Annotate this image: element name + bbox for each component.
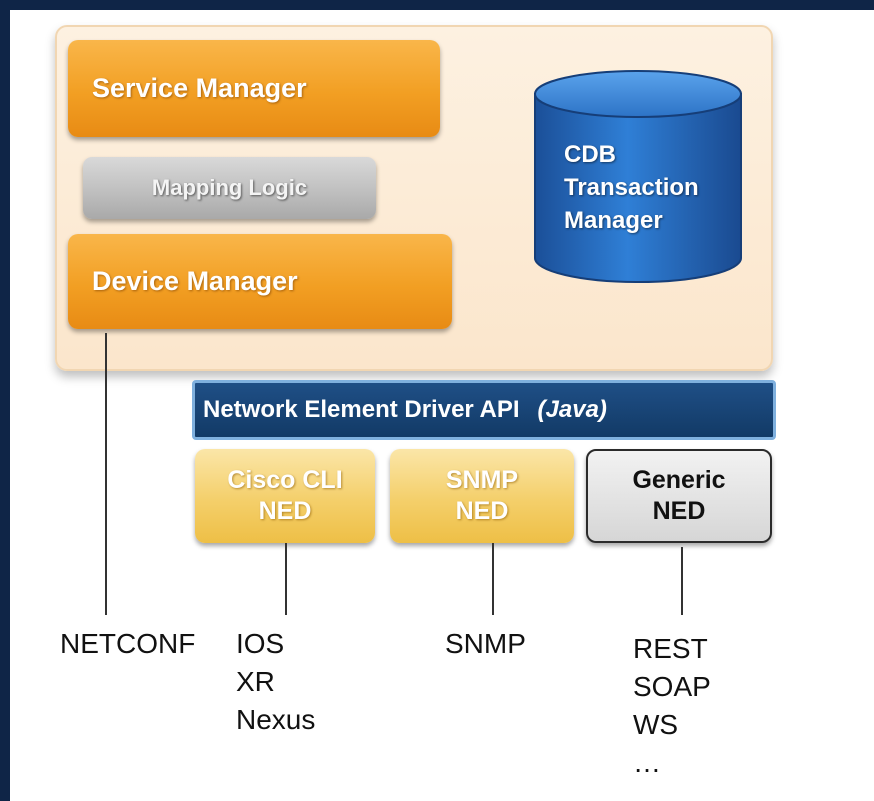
snmp-protocol-label: SNMP [445,628,526,659]
service-manager-box: Service Manager [68,40,440,137]
ned-api-language: (Java) [537,396,607,423]
snmp-ned-label: SNMP NED [445,466,519,525]
cisco-cli-ned-label: Cisco CLI NED [227,466,343,525]
generic-ned-label: Generic NED [632,466,726,525]
cisco-connector-line [285,543,287,615]
generic-connector-line [681,547,683,615]
cdb-database-cylinder [534,70,742,283]
diagram-canvas: Service Manager Mapping Logic Device Man… [10,10,874,801]
snmp-ned-box: SNMP NED [390,449,574,543]
ned-api-label: Network Element Driver API [203,396,520,423]
snmp-connector-line [492,543,494,615]
cisco-cli-ned-box: Cisco CLI NED [195,449,375,543]
device-manager-box: Device Manager [68,234,452,329]
ned-api-bar: Network Element Driver API (Java) [192,380,776,440]
cdb-label: CDB Transaction Manager [564,141,699,234]
netconf-protocol-label: NETCONF [60,628,196,659]
device-manager-label: Device Manager [92,266,298,296]
mapping-logic-box: Mapping Logic [83,157,376,219]
mapping-logic-label: Mapping Logic [151,175,308,200]
cisco-protocol-list: IOS XR Nexus [236,628,316,735]
generic-protocol-list: REST SOAP WS … [633,633,711,778]
service-manager-label: Service Manager [92,73,307,103]
generic-ned-box: Generic NED [586,449,772,543]
netconf-connector-line [105,333,107,615]
